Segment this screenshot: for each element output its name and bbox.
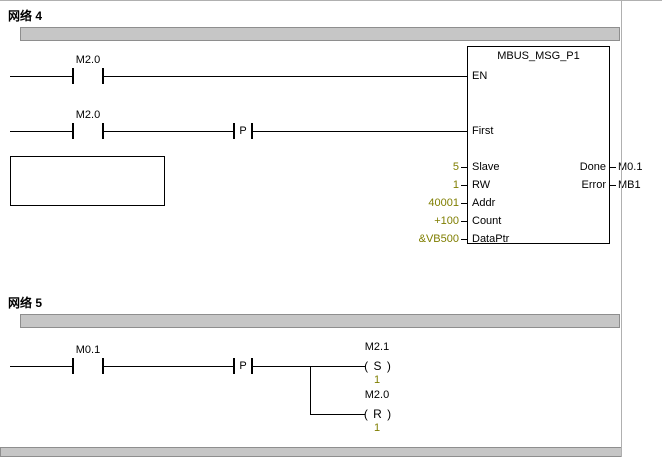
empty-box[interactable] [10,156,165,206]
pin-rw: RW [472,179,491,191]
value-rw[interactable]: 1 [452,179,459,191]
wire [104,76,467,77]
branch-wire [310,366,311,415]
editor-right-divider [621,1,622,457]
pin-count: Count [472,215,502,227]
network5-comment-bar[interactable] [20,314,620,328]
coil-count: 1 [373,374,381,386]
set-coil-symbol: ( S ) [364,359,392,373]
wire [104,131,233,132]
pin-tick [610,185,616,186]
pin-slave: Slave [472,161,500,173]
contact-bar [72,123,74,139]
contact-label: M2.0 [75,54,101,66]
contact-bar [72,358,74,374]
wire [310,414,365,415]
pin-tick [461,203,467,204]
wire [10,76,72,77]
coil-label: M2.1 [364,341,390,353]
mbus-msg-p1-block[interactable] [467,46,610,244]
wire [10,131,72,132]
wire [10,366,72,367]
network4-comment-bar[interactable] [20,27,620,41]
value-addr[interactable]: 40001 [428,197,459,209]
wire [104,366,233,367]
value-done[interactable]: M0.1 [618,161,643,173]
pin-done: Done [579,161,606,173]
pin-tick [461,185,467,186]
coil-count: 1 [373,422,381,434]
contact-label: M0.1 [75,344,101,356]
network4-title[interactable]: 网络 4 [8,9,43,23]
wire [253,366,365,367]
contact-bar [72,68,74,84]
contact-bar [233,123,235,139]
contact-bar [102,68,104,84]
coil-label: M2.0 [364,389,390,401]
value-slave[interactable]: 5 [452,161,459,173]
value-dataptr[interactable]: &VB500 [418,233,459,245]
contact-label: M2.0 [75,109,101,121]
edge-label: P [239,125,247,137]
value-count[interactable]: +100 [434,215,459,227]
pin-tick [461,221,467,222]
value-error[interactable]: MB1 [618,179,641,191]
pin-first: First [472,125,494,137]
contact-bar [251,358,253,374]
pin-en: EN [472,70,488,82]
contact-bar [251,123,253,139]
pin-dataptr: DataPtr [472,233,510,245]
pin-tick [461,167,467,168]
edge-label: P [239,360,247,372]
pin-tick [610,167,616,168]
pin-error: Error [581,179,606,191]
network5-title[interactable]: 网络 5 [8,296,43,310]
contact-bar [233,358,235,374]
contact-bar [102,358,104,374]
pin-tick [461,239,467,240]
pin-addr: Addr [472,197,496,209]
contact-bar [102,123,104,139]
wire [253,131,467,132]
block-title: MBUS_MSG_P1 [497,50,580,62]
reset-coil-symbol: ( R ) [363,407,393,421]
